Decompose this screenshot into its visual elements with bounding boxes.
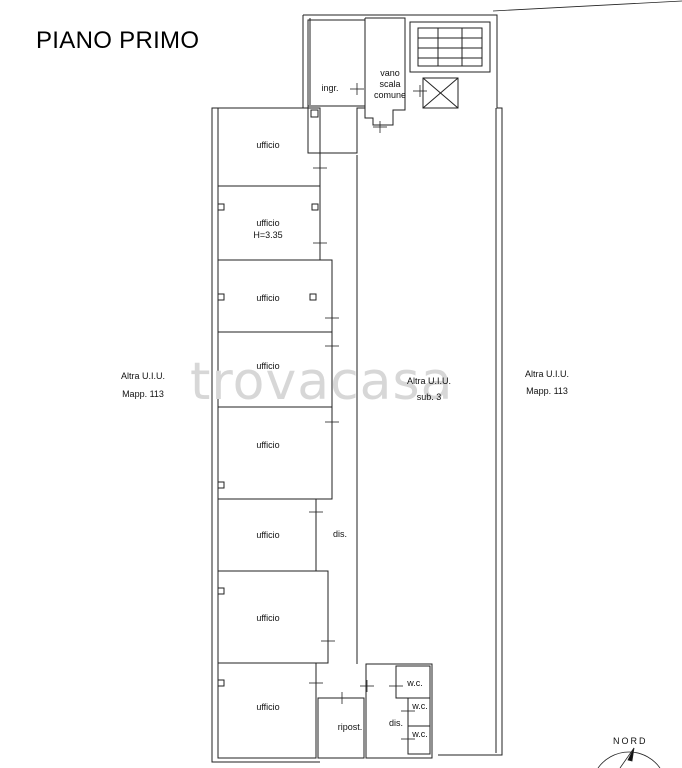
watermark: trovacasa [190, 352, 454, 412]
label-office-5: ufficio [256, 440, 280, 450]
outer-wall [303, 14, 503, 756]
north-arrow [597, 747, 661, 768]
label-vano: vano [380, 68, 400, 78]
wc-block [365, 663, 433, 759]
label-dis-small: dis. [388, 718, 403, 728]
label-comune: comune [373, 90, 407, 100]
page-title: PIANO PRIMO [36, 27, 200, 54]
label-left-mapp: Mapp. 113 [122, 389, 164, 399]
label-right-unit: Altra U.I.U. [524, 369, 569, 379]
label-office-2: ufficio [256, 218, 280, 228]
label-ripost: ripost. [337, 722, 363, 732]
label-right-mapp: Mapp. 113 [526, 386, 568, 396]
label-office-3: ufficio [256, 293, 280, 303]
stair-core [364, 17, 406, 126]
boundary-line [492, 0, 682, 12]
label-office-6: ufficio [256, 530, 280, 540]
label-office-2-height: H=3.35 [253, 230, 283, 240]
label-dis-main: dis. [332, 529, 347, 539]
label-wc-2: w.c. [412, 701, 428, 711]
label-center-sub: sub. 3 [416, 392, 442, 402]
label-ingr: ingr. [321, 83, 339, 93]
label-center-unit: Altra U.I.U. [406, 376, 451, 386]
label-scala: scala [379, 79, 401, 89]
door-marks [309, 83, 427, 745]
label-office-4: ufficio [256, 361, 280, 371]
label-left-unit: Altra U.I.U. [120, 371, 165, 381]
office-5 [217, 406, 333, 500]
label-wc-3: w.c. [412, 729, 428, 739]
label-office-8: ufficio [256, 702, 280, 712]
label-office-1: ufficio [256, 140, 280, 150]
north-label: NORD [613, 736, 648, 746]
outer-wall-left [211, 15, 320, 763]
label-wc-1: w.c. [407, 678, 423, 688]
office-8 [217, 662, 317, 759]
lift-shaft [422, 77, 459, 109]
label-office-7: ufficio [256, 613, 280, 623]
